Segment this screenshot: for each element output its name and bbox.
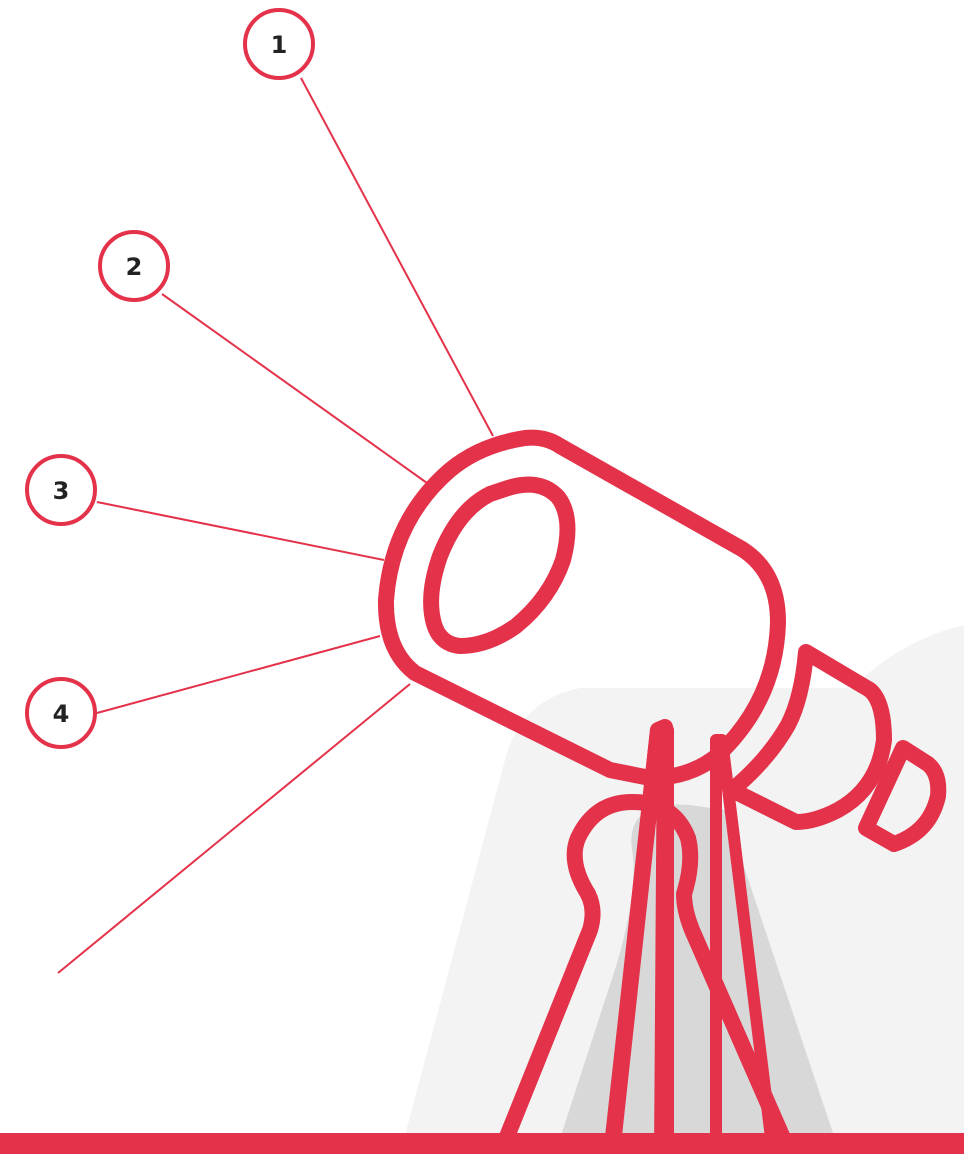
leader-line-1 [301,78,493,436]
callout-1-label: 1 [271,31,288,59]
ground-line [0,1133,964,1154]
leader-line-3 [97,502,384,560]
leader-line-5 [58,684,410,973]
callout-2-label: 2 [126,253,143,281]
callout-1: 1 [245,10,313,78]
callout-4-label: 4 [53,700,70,728]
callout-3: 3 [27,456,95,524]
leader-line-2 [162,294,427,483]
callout-4: 4 [27,679,95,747]
callout-2: 2 [100,232,168,300]
telescope-lens [431,485,567,646]
callouts: 1 2 3 4 [27,10,313,747]
callout-3-label: 3 [53,477,70,505]
leader-line-4 [97,636,380,713]
leader-lines [58,78,493,973]
